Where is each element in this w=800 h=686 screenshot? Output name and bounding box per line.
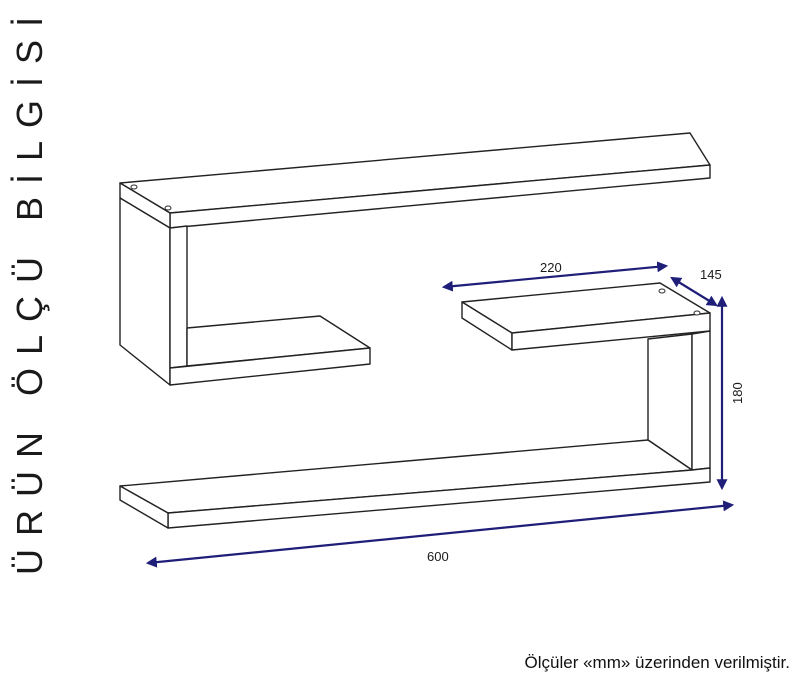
- right-side-panel: [691, 330, 711, 471]
- lower-shelf-unit: [119, 282, 711, 529]
- screw-hole: [130, 184, 138, 190]
- dimension-arrow-600: [145, 500, 735, 568]
- upper-shelf-unit: [119, 132, 711, 386]
- dimension-arrow-145: [670, 276, 718, 307]
- page-title: ÜRÜN ÖLÇÜ BİLGİSİ: [9, 4, 50, 575]
- left-step-front: [169, 347, 371, 386]
- screw-hole: [164, 205, 172, 211]
- dimension-label-600: 600: [427, 549, 449, 564]
- screw-hole: [693, 310, 701, 316]
- left-side-panel: [119, 197, 171, 386]
- dimension-label-145: 145: [700, 267, 722, 282]
- dimension-label-180: 180: [730, 382, 745, 404]
- units-note: Ölçüler «mm» üzerinden verilmiştir.: [525, 653, 790, 672]
- left-panel-inner: [169, 225, 188, 369]
- screw-hole: [658, 288, 666, 294]
- dimension-arrow-220: [441, 261, 669, 292]
- dimension-label-220: 220: [540, 260, 562, 275]
